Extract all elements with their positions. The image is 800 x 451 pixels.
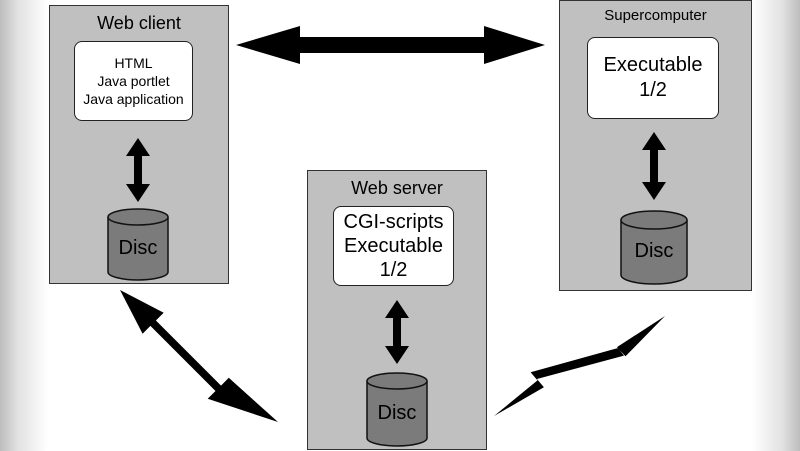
supercomputer-components-box: Executable 1/2 [587,37,719,119]
web-client-line-html: HTML [114,55,153,71]
supercomputer-disc: Disc [620,210,688,285]
web-server-line-executable: Executable [344,235,443,257]
web-server-title: Web server [351,178,443,198]
disc-cylinder-icon [620,210,688,285]
web-client-components-box: HTML Java portlet Java application [74,41,193,121]
web-server-line-fraction: 1/2 [379,259,408,281]
web-client-line-application: Java application [83,91,184,107]
web-client-title: Web client [97,13,181,33]
supercomputer-title: Supercomputer [604,7,707,24]
disc-cylinder-icon [366,372,428,447]
supercomputer-disc-label: Disc [634,240,674,262]
web-client-disc: Disc [107,208,169,281]
web-client-line-portlet: Java portlet [97,73,170,89]
web-server-disc: Disc [366,372,428,447]
web-server-line-cgi: CGI-scripts [343,211,444,233]
web-server-components-box: CGI-scripts Executable 1/2 [333,206,454,286]
supercomputer-line-executable: Executable [603,54,703,76]
web-client-panel: Web client HTML Java portlet Java applic… [49,5,229,284]
webserver-supercomputer-arrow [494,316,665,416]
web-server-panel: Web server CGI-scripts Executable 1/2 Di… [307,170,487,450]
web-client-disc-label: Disc [118,237,158,259]
disc-cylinder-icon [107,208,169,281]
web-client-internal-arrow [126,138,150,202]
web-server-disc-label: Disc [377,402,417,424]
supercomputer-panel: Supercomputer Executable 1/2 Disc [559,0,752,291]
web-server-internal-arrow [385,300,409,364]
supercomputer-internal-arrow [642,132,666,200]
client-supercomputer-arrow [236,26,545,64]
supercomputer-line-fraction: 1/2 [639,79,667,101]
client-webserver-arrow [120,290,278,422]
